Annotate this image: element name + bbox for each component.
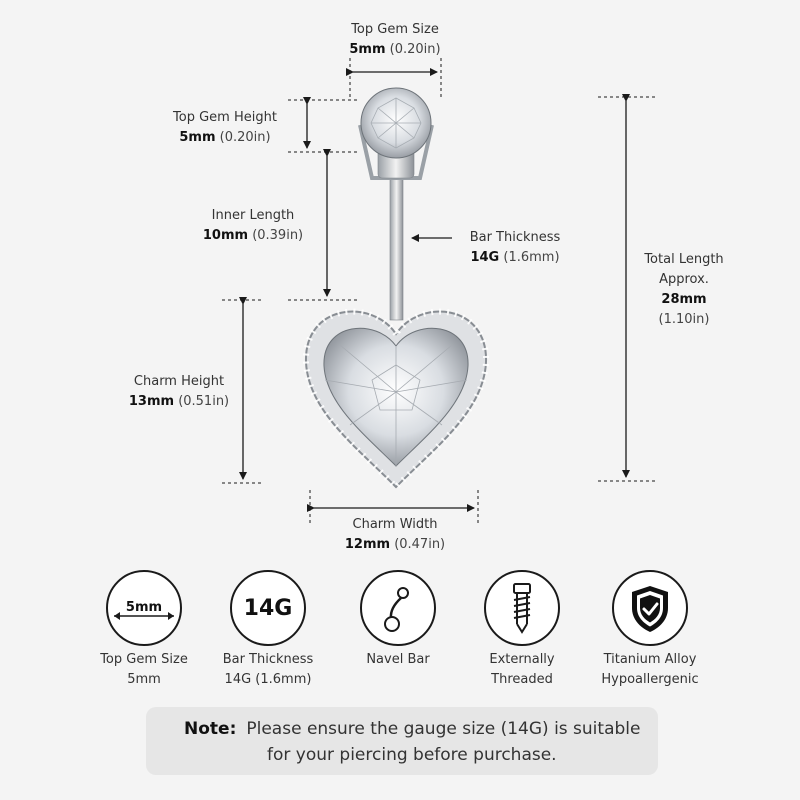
feature-label-externally-threaded: Externally Threaded [489, 652, 555, 687]
dimension-arrows [239, 68, 630, 512]
label-top-gem-height: Top Gem Height 5mm (0.20in) [173, 110, 277, 145]
navel-bar-shaft [389, 159, 404, 321]
feature-label-bar-thickness: Bar Thickness 14G (1.6mm) [222, 652, 314, 687]
screw-thread-icon [484, 570, 560, 646]
feature-label-top-gem-size: Top Gem Size 5mm [100, 652, 188, 687]
note-box: Note:Please ensure the gauge size (14G) … [146, 707, 658, 775]
label-charm-height: Charm Height 13mm (0.51in) [128, 374, 230, 409]
feature-label-navel-bar: Navel Bar [366, 652, 430, 667]
guide-lines [222, 58, 655, 524]
note-line-2: for your piercing before purchase. [267, 745, 557, 765]
feature-top-gem-size-icon: 5mm [106, 570, 182, 646]
feature-icon-text: 5mm [126, 600, 162, 615]
feature-icon-text: 14G [243, 595, 293, 621]
note-line-1: Note:Please ensure the gauge size (14G) … [184, 719, 641, 739]
jewelry-dimension-diagram [222, 58, 655, 524]
navel-bar-icon [360, 570, 436, 646]
feature-bar-thickness-icon: 14G [230, 570, 306, 646]
label-total-length: Total Length Approx. 28mm (1.10in) [644, 252, 724, 327]
navel-ring-illustration [302, 87, 490, 492]
feature-label-titanium-alloy: Titanium Alloy Hypoallergenic [601, 652, 699, 687]
label-charm-width: Charm Width 12mm (0.47in) [344, 517, 446, 552]
shield-check-icon [612, 570, 688, 646]
label-bar-thickness: Bar Thickness 14G (1.6mm) [469, 230, 561, 265]
label-top-gem-size: Top Gem Size 5mm (0.20in) [349, 22, 441, 57]
label-inner-length: Inner Length 10mm (0.39in) [202, 208, 304, 243]
